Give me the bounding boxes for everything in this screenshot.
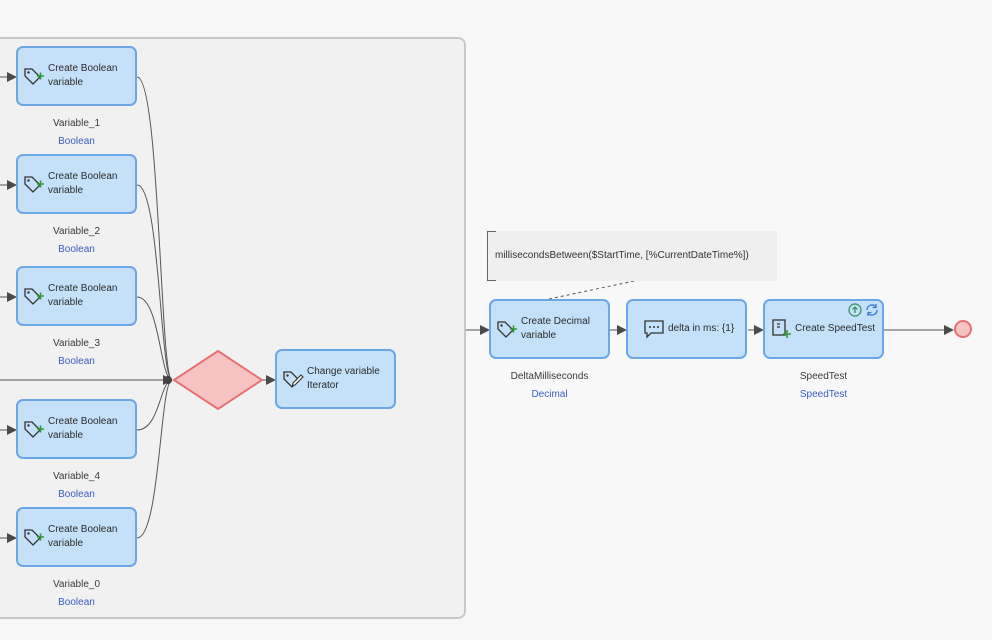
activity-label: variable [48, 77, 84, 88]
create-object-icon [772, 319, 791, 338]
annotation[interactable]: millisecondsBetween($StartTime, [%Curren… [487, 231, 777, 281]
activity-label: Change variable [307, 366, 380, 377]
activity-label: variable [48, 538, 84, 549]
create-variable-icon [24, 529, 44, 546]
annotation-text: millisecondsBetween($StartTime, [%Curren… [495, 250, 749, 261]
create-boolean-activity-2[interactable]: Create Boolean variable [16, 154, 137, 214]
activity-label: Create Boolean [48, 416, 118, 427]
create-boolean-activity-5[interactable]: Create Boolean variable [16, 507, 137, 567]
variable-name: DeltaMilliseconds [510, 371, 589, 382]
merge-node[interactable] [173, 350, 263, 410]
variable-name: Variable_0 [52, 579, 101, 590]
activity-label: variable [521, 330, 557, 341]
annotation-link [548, 280, 635, 300]
activity-label: variable [48, 297, 84, 308]
create-variable-icon [24, 68, 44, 85]
message-icon [644, 320, 664, 339]
variable-name: Variable_4 [52, 471, 101, 482]
object-status-icons [848, 303, 880, 317]
create-variable-icon [24, 421, 44, 438]
connector-curve-1 [136, 76, 173, 381]
variable-type: Boolean [58, 489, 95, 500]
activity-label: delta in ms: {1} [668, 323, 735, 334]
end-event[interactable] [954, 320, 972, 338]
variable-name: Variable_3 [52, 338, 101, 349]
variable-type: Boolean [58, 597, 95, 608]
variable-name: Variable_1 [52, 118, 101, 129]
variable-type: Decimal [531, 389, 568, 400]
activity-label: Create Boolean [48, 171, 118, 182]
create-variable-icon [24, 288, 44, 305]
connector-curve-4 [136, 379, 173, 431]
create-variable-icon [497, 321, 517, 338]
object-name: SpeedTest [799, 371, 848, 382]
connector-curve-2 [136, 184, 173, 381]
activity-label: variable [48, 185, 84, 196]
object-type: SpeedTest [799, 389, 848, 400]
create-object-activity[interactable]: Create SpeedTest [763, 299, 884, 359]
connector-curve-5 [136, 379, 173, 539]
create-boolean-activity-4[interactable]: Create Boolean variable [16, 399, 137, 459]
activity-label: Create Boolean [48, 63, 118, 74]
create-decimal-activity[interactable]: Create Decimal variable [489, 299, 610, 359]
activity-label: Create Decimal [521, 316, 590, 327]
merge-junction-dot [164, 376, 172, 384]
refresh-icon [866, 304, 878, 316]
log-message-activity[interactable]: delta in ms: {1} [626, 299, 747, 359]
activity-label: Create Boolean [48, 524, 118, 535]
variable-name: Variable_2 [52, 226, 101, 237]
create-boolean-activity-1[interactable]: Create Boolean variable [16, 46, 137, 106]
variable-type: Boolean [58, 356, 95, 367]
create-boolean-activity-3[interactable]: Create Boolean variable [16, 266, 137, 326]
activity-label: variable [48, 430, 84, 441]
activity-label: Iterator [307, 380, 339, 391]
activity-label: Create SpeedTest [795, 323, 876, 334]
commit-up-icon [848, 303, 862, 317]
variable-type: Boolean [58, 244, 95, 255]
create-variable-icon [24, 176, 44, 193]
variable-type: Boolean [58, 136, 95, 147]
activity-label: Create Boolean [48, 283, 118, 294]
change-variable-icon [283, 371, 304, 388]
